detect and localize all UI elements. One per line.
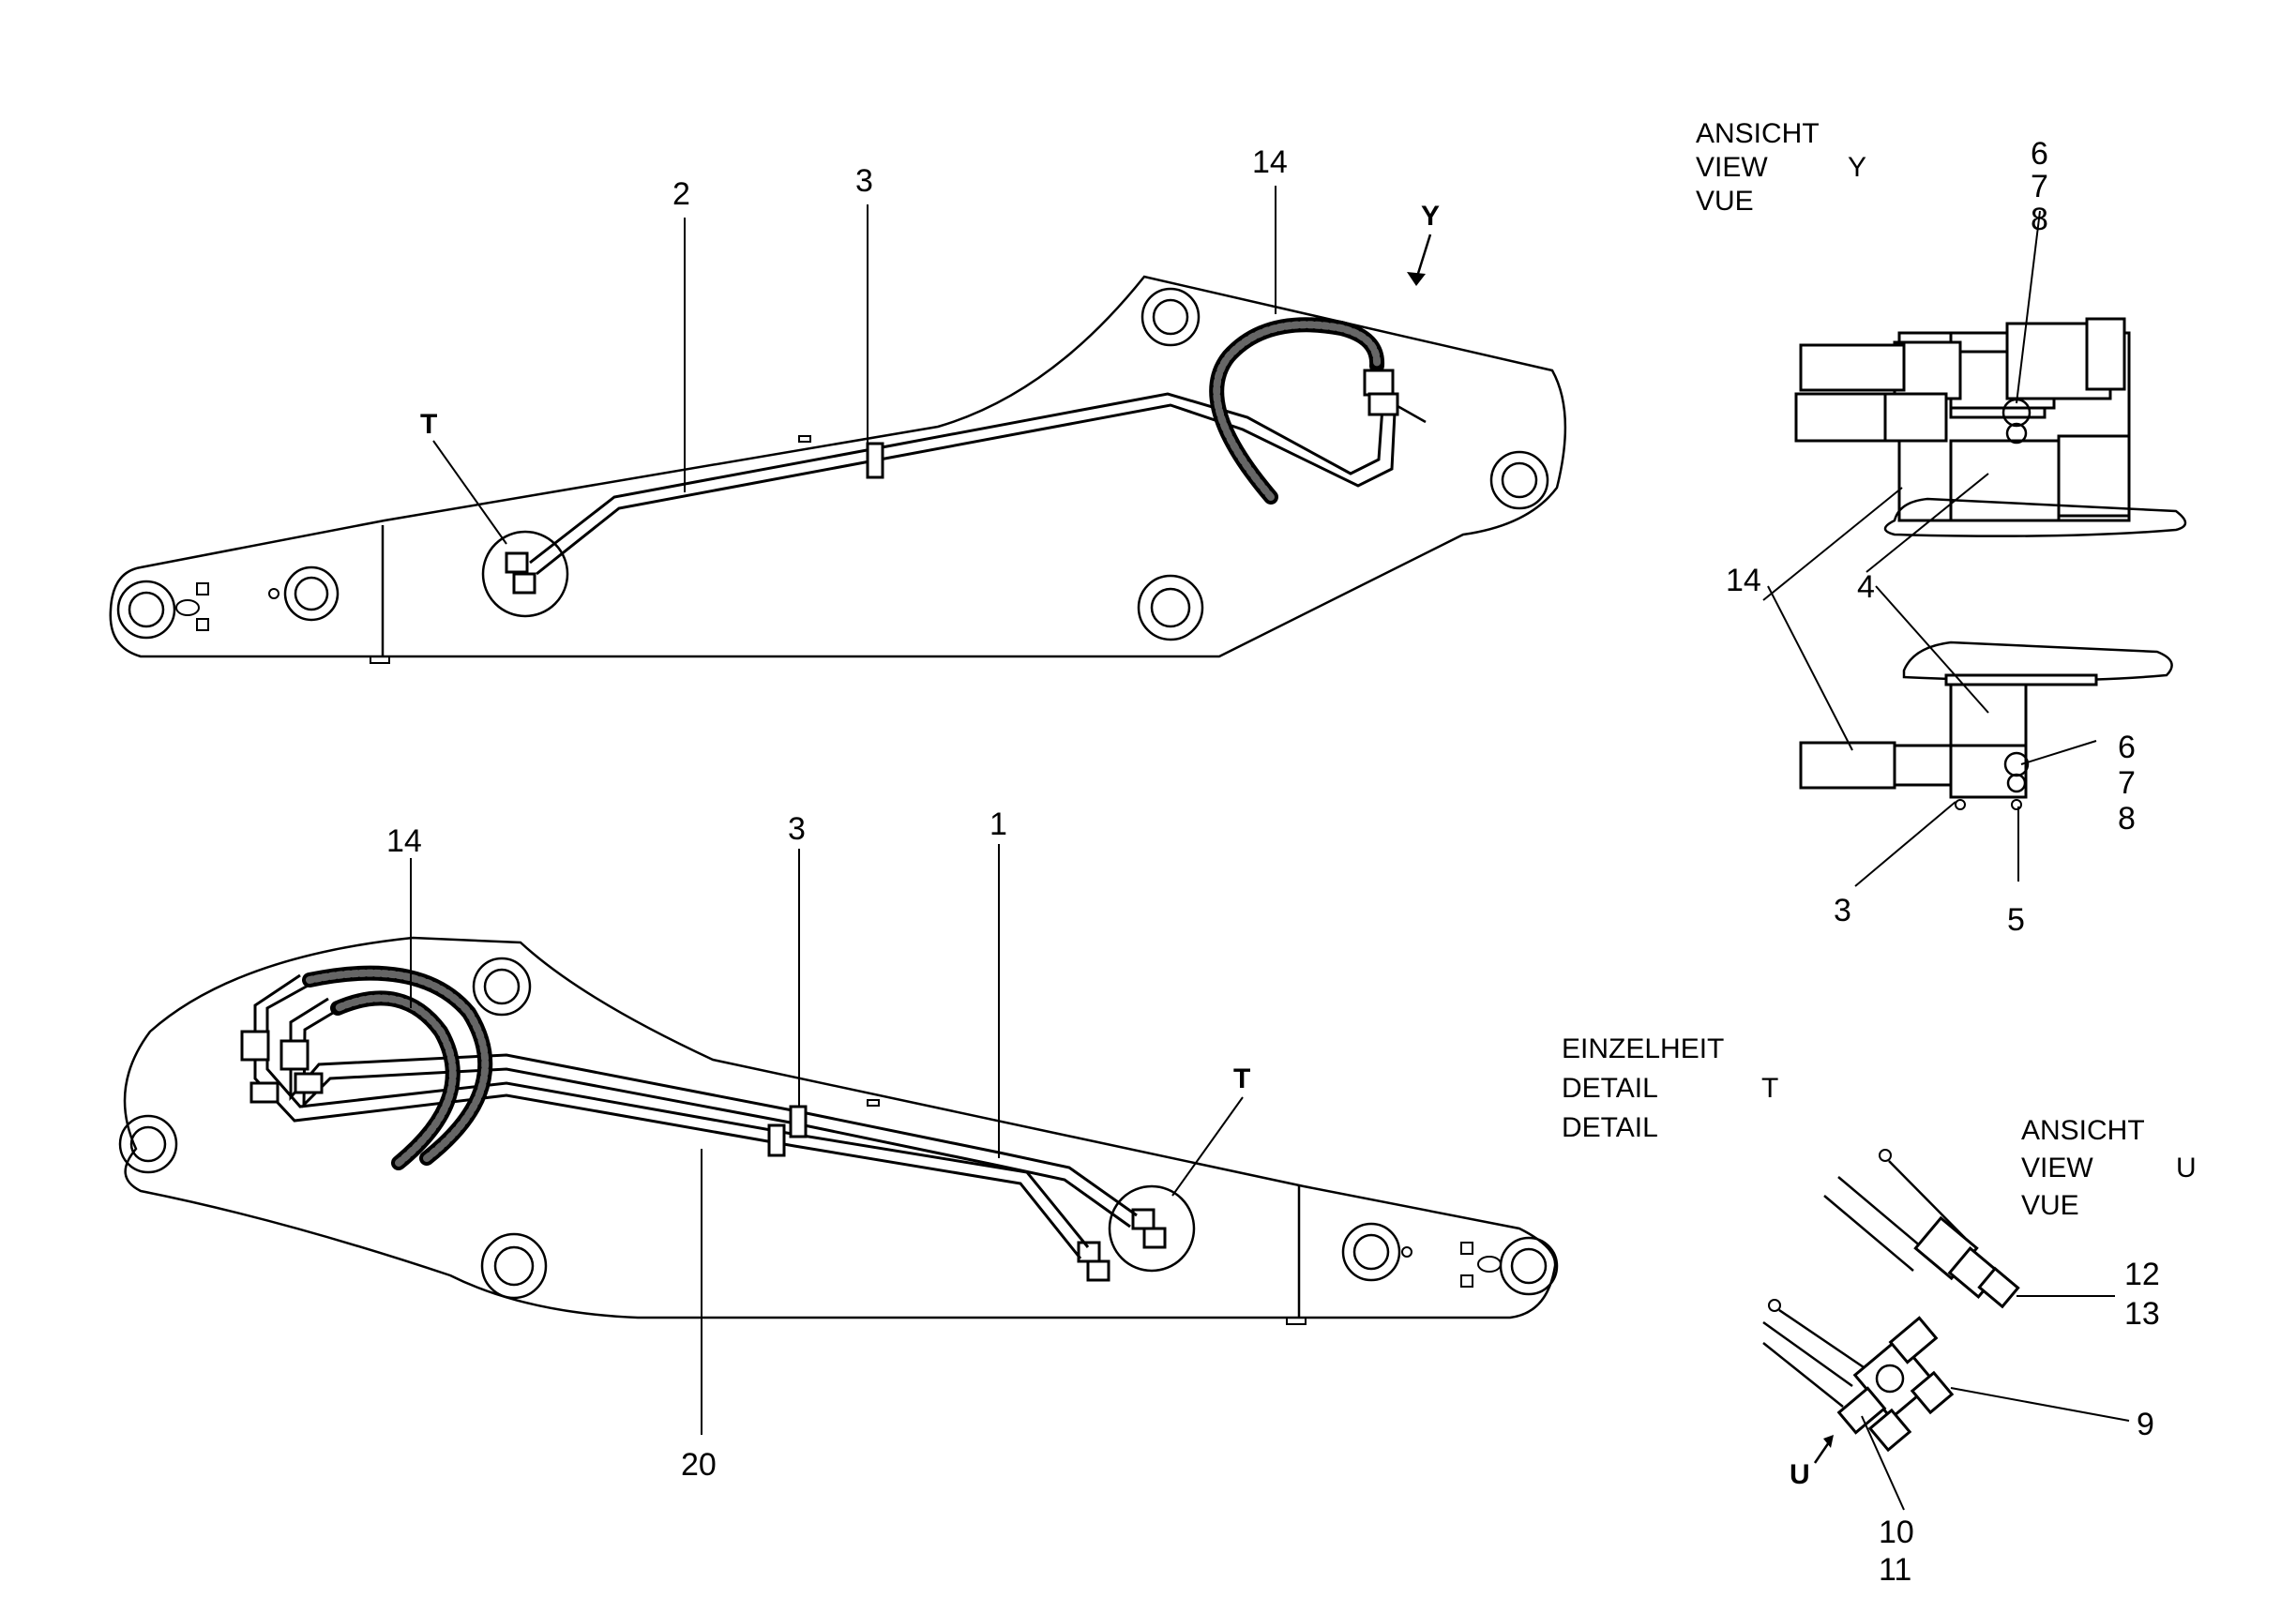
view-y-label-4: 4: [1857, 569, 1875, 605]
view-y-detail: ANSICHT VIEW VUE Y: [1696, 118, 2187, 938]
view-y-letter: Y: [1848, 152, 1866, 183]
bottom-pipe-20: [265, 983, 1090, 1248]
view-y-label-6-bot: 6: [2118, 730, 2136, 765]
view-u-title-3: VUE: [2021, 1190, 2079, 1221]
view-u-title-2: VIEW: [2021, 1153, 2093, 1183]
bottom-pin-right2: [1499, 1236, 1559, 1296]
bottom-pin-left: [118, 1114, 178, 1174]
bottom-label-14: 14: [386, 823, 422, 859]
top-label-Y: Y: [1421, 201, 1440, 232]
view-y-label-7-bot: 7: [2118, 765, 2136, 801]
bottom-label-1: 1: [989, 806, 1007, 842]
bottom-boom-outline: [123, 936, 1557, 1319]
bottom-pin-right1: [1341, 1222, 1412, 1282]
detail-t-title-3: DETAIL: [1562, 1112, 1658, 1143]
top-pin-left: [116, 580, 176, 640]
detail-label-10: 10: [1879, 1515, 1914, 1550]
detail-label-12: 12: [2124, 1257, 2160, 1292]
top-port-boss: [481, 530, 569, 618]
top-pin-upper: [1140, 287, 1201, 347]
bottom-label-3: 3: [788, 811, 806, 847]
top-label-14: 14: [1252, 144, 1288, 180]
detail-label-9: 9: [2137, 1407, 2154, 1442]
top-label-2: 2: [672, 176, 690, 212]
top-pin-right: [1489, 450, 1549, 510]
view-y-label-7-top: 7: [2031, 169, 2048, 204]
top-label-T: T: [420, 409, 437, 440]
view-y-label-14: 14: [1726, 563, 1761, 598]
view-y-title-1: ANSICHT: [1696, 118, 1820, 149]
top-pin-left2: [268, 565, 340, 622]
top-label-3: 3: [855, 163, 873, 199]
view-u-letter: U: [2176, 1153, 2197, 1183]
detail-label-11: 11: [1879, 1552, 1911, 1588]
detail-t: EINZELHEIT DETAIL DETAIL T ANSICHT VIEW …: [1562, 1033, 2197, 1588]
bottom-label-T: T: [1233, 1063, 1250, 1094]
view-u-title-1: ANSICHT: [2021, 1115, 2145, 1146]
view-y-upper-hose-2: [1794, 392, 1887, 443]
view-y-lower-hose: [1799, 741, 1896, 790]
view-y-upper-hose: [1799, 343, 1906, 392]
detail-t-letter: T: [1761, 1073, 1778, 1104]
top-boom-outline: [109, 275, 1567, 658]
view-y-label-5: 5: [2007, 902, 2025, 938]
bottom-label-20: 20: [681, 1447, 717, 1483]
detail-label-U: U: [1790, 1459, 1810, 1490]
top-pipe: [529, 392, 1385, 565]
view-y-label-3: 3: [1834, 893, 1851, 928]
view-y-label-8-top: 8: [2031, 202, 2048, 237]
view-y-title-2: VIEW: [1696, 152, 1768, 183]
view-y-label-8-bot: 8: [2118, 801, 2136, 837]
detail-label-13: 13: [2124, 1296, 2160, 1332]
top-boom-view: 2 3 14 T Y: [109, 144, 1567, 664]
detail-t-title-2: DETAIL: [1562, 1073, 1658, 1104]
view-y-label-6-top: 6: [2031, 136, 2048, 172]
detail-t-title-1: EINZELHEIT: [1562, 1033, 1724, 1064]
top-pin-mid: [1137, 574, 1204, 641]
bottom-boom-view: 14 3 1 T 20: [118, 806, 1559, 1483]
bottom-pin-upper: [472, 957, 532, 1017]
bottom-pin-mid: [480, 1232, 548, 1300]
bottom-port-boss: [1108, 1184, 1196, 1273]
view-y-title-3: VUE: [1696, 186, 1754, 217]
